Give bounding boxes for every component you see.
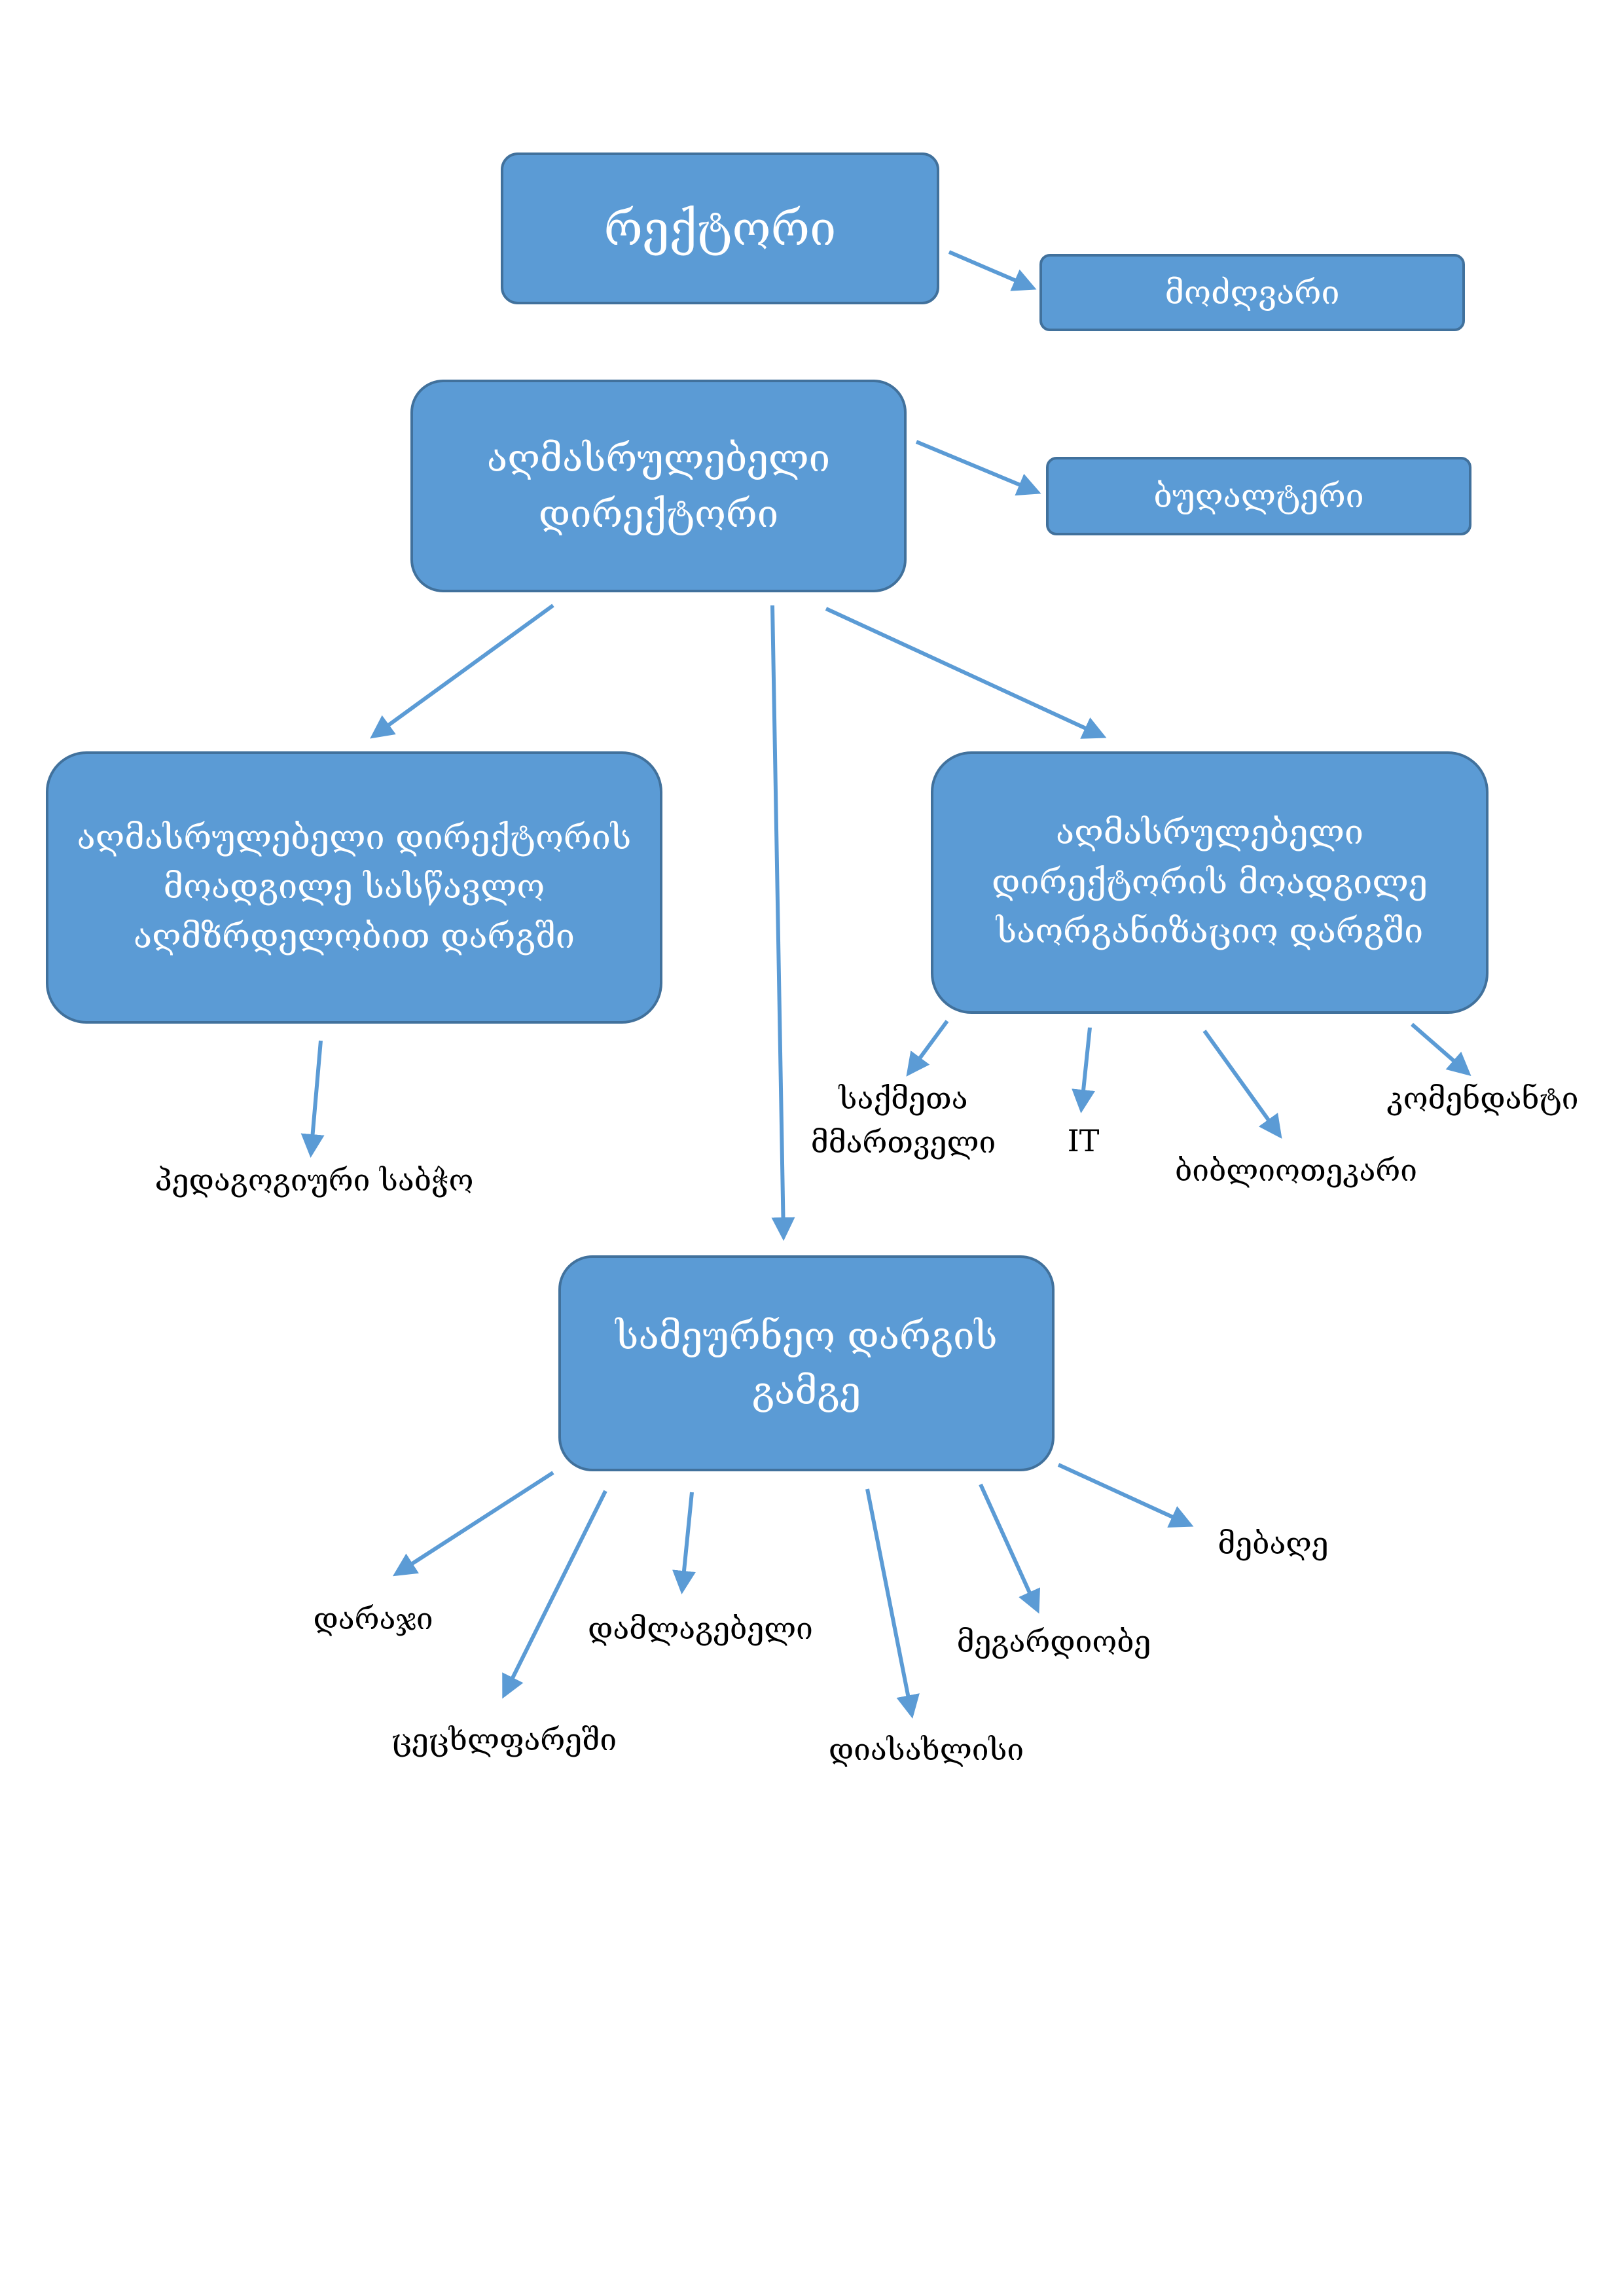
deputy-organization-label: აღმასრულებელი დირექტორის მოადგილე საორგა… — [992, 813, 1428, 952]
arrow-director-to-deputy-organization — [825, 607, 1107, 739]
arrow-household-to-housekeeper — [865, 1488, 920, 1719]
commandant-label: კომენდანტი — [1386, 1081, 1579, 1116]
assistant-box: მოძღვარი — [1039, 254, 1465, 331]
office-manager-label: საქმეთა მმართველი — [810, 1081, 996, 1160]
arrow-household-to-guard — [392, 1471, 554, 1577]
deputy-education-box: აღმასრულებელი დირექტორის მოადგილე სასწავ… — [46, 751, 662, 1024]
it-label: IT — [1067, 1123, 1100, 1158]
deputy-organization-box: აღმასრულებელი დირექტორის მოადგილე საორგა… — [931, 751, 1489, 1014]
arrow-deputy-org-to-commandant — [1411, 1022, 1471, 1076]
pedagogical-council-label: პედაგოგიური საბჭო — [154, 1162, 474, 1198]
guard-label: დარაჯი — [313, 1601, 433, 1636]
arrow-household-to-gardener — [1057, 1463, 1194, 1528]
executive-director-label: აღმასრულებელი დირექტორი — [486, 436, 831, 536]
housekeeper-label: დიასახლისი — [828, 1732, 1024, 1767]
executive-director-box: აღმასრულებელი დირექტორი — [410, 380, 907, 592]
arrow-director-to-deputy-education — [370, 603, 554, 739]
arrow-household-to-cleaner — [672, 1492, 696, 1594]
arrow-director-to-accountant — [915, 440, 1041, 496]
arrow-director-to-household — [770, 605, 795, 1241]
deputy-education-label: აღმასრულებელი დირექტორის მოადგილე სასწავ… — [77, 817, 632, 956]
accountant-box: ბუღალტერი — [1046, 457, 1471, 535]
household-head-label: სამეურნეო დარგის გამგე — [615, 1313, 998, 1413]
accountant-label: ბუღალტერი — [1153, 476, 1364, 515]
wardrobe-label: მეგარდიობე — [956, 1624, 1151, 1659]
arrow-deputy-org-to-librarian — [1202, 1030, 1282, 1139]
arrow-household-to-boiler — [502, 1490, 607, 1699]
arrow-rector-to-assistant — [948, 250, 1037, 291]
arrow-deputy-education-to-council — [300, 1040, 325, 1158]
cleaner-label: დამლაგებელი — [588, 1611, 813, 1646]
arrow-household-to-wardrobe — [979, 1483, 1041, 1614]
gardener-label: მებაღე — [1218, 1526, 1329, 1561]
household-head-box: სამეურნეო დარგის გამგე — [558, 1255, 1055, 1471]
rector-box: რექტორი — [501, 152, 939, 304]
assistant-label: მოძღვარი — [1164, 273, 1340, 312]
librarian-label: ბიბლიოთეკარი — [1174, 1153, 1418, 1188]
arrow-deputy-org-to-office-manager — [906, 1020, 949, 1077]
rector-label: რექტორი — [604, 200, 837, 256]
arrow-deputy-org-to-it — [1072, 1027, 1096, 1113]
boiler-room-label: ცეცხლფარეში — [391, 1722, 617, 1757]
